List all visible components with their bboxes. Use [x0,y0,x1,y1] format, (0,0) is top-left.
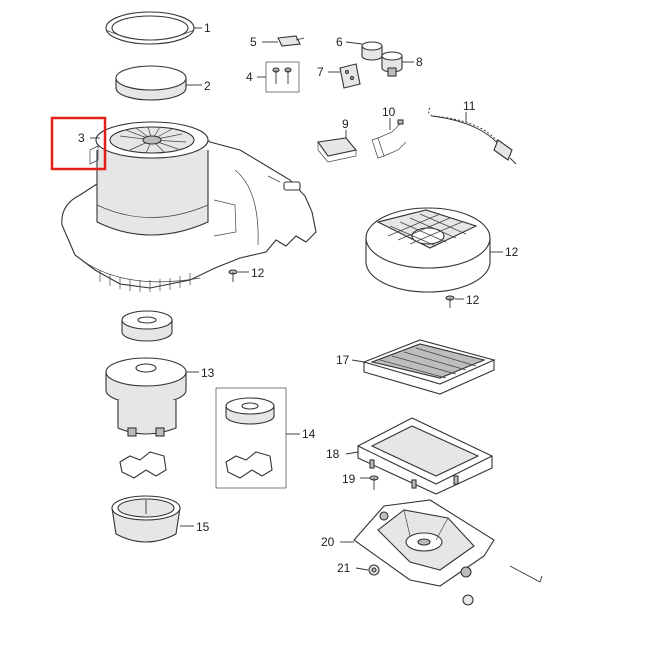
callout-21[interactable]: 20 [321,535,335,549]
part-17-motor-cover[interactable] [365,207,491,293]
filter-pleats [379,347,477,379]
part-5-thermal-switch[interactable] [277,35,305,47]
part-9-capacitor[interactable] [317,137,358,163]
part-11-power-cord[interactable] [427,107,517,165]
part-1-gasket-ring[interactable] [105,11,195,45]
part-19-filter-frame[interactable] [356,417,494,495]
hex-key-icon [509,565,543,583]
callout-12a[interactable]: 12 [251,266,265,280]
callout-15[interactable]: 15 [196,520,210,534]
callout-17[interactable]: 12 [505,245,519,259]
part-6-switch[interactable] [361,41,383,61]
callout-3[interactable]: 3 [78,131,85,145]
part-22-cable-clip[interactable] [368,564,474,606]
housing-fins [99,270,191,292]
part-3-motor-housing[interactable] [61,121,317,292]
part-4-screw-set[interactable] [265,61,300,93]
callout-14[interactable]: 14 [302,427,316,441]
part-10-wire-harness[interactable] [371,119,407,159]
callout-12b[interactable]: 12 [466,293,480,307]
callout-20[interactable]: 19 [342,472,356,486]
callout-10[interactable]: 10 [382,105,396,119]
part-2-filter-disc[interactable] [115,65,187,101]
part-15-cup[interactable] [111,495,181,543]
part-18-hepa-filter[interactable] [362,339,496,395]
part-13-motor[interactable] [105,310,187,479]
cover-grid [387,213,467,247]
part-14-kit[interactable] [215,387,287,489]
callout-22[interactable]: 21 [337,561,351,575]
callout-2[interactable]: 2 [204,79,211,93]
callout-11[interactable]: 11 [463,99,476,113]
callout-7[interactable]: 7 [317,65,324,79]
part-20-screw[interactable] [369,475,379,490]
callout-18[interactable]: 17 [336,353,350,367]
callout-13[interactable]: 13 [201,366,215,380]
callout-4[interactable]: 4 [246,70,253,84]
part-12-screw-a[interactable] [228,269,238,282]
part-21-base-plate[interactable] [353,499,495,587]
leader-19 [345,451,359,455]
part-7-circuit-board[interactable] [339,63,361,89]
callout-5[interactable]: 5 [250,35,257,49]
leader-18 [351,359,365,363]
part-8-switch[interactable] [381,51,403,77]
part-12-screw-b[interactable] [445,295,455,308]
leader-22 [355,567,369,571]
highlight-box-part-3 [50,116,107,171]
callout-19[interactable]: 18 [326,447,340,461]
callout-8[interactable]: 8 [416,55,423,69]
leader-6 [345,41,363,45]
callout-9[interactable]: 9 [342,117,349,131]
callout-6[interactable]: 6 [336,35,343,49]
callout-1[interactable]: 1 [204,21,211,35]
